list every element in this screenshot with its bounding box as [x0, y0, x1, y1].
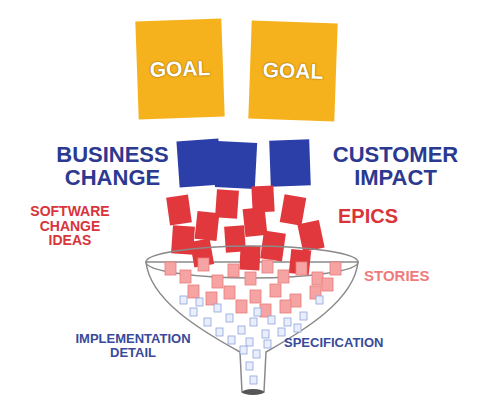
- story-card: [290, 294, 301, 307]
- spec-bit: [262, 330, 269, 338]
- spec-bit: [300, 312, 307, 320]
- spec-bit: [264, 340, 271, 348]
- story-card: [212, 275, 223, 288]
- change-card: [269, 139, 311, 186]
- epic-cards: [166, 185, 325, 275]
- epic-card: [251, 185, 274, 212]
- story-card: [236, 300, 247, 313]
- spec-bit: [284, 318, 291, 326]
- funnel-outline: [146, 262, 358, 392]
- spec-bit: [226, 314, 233, 322]
- funnel-spout: [242, 389, 264, 395]
- change-card: [176, 139, 221, 188]
- epic-card: [166, 195, 192, 226]
- story-card: [296, 262, 307, 275]
- spec-bit: [278, 328, 285, 336]
- spec-bit: [238, 326, 245, 334]
- story-card: [270, 284, 281, 297]
- business-change-cards: [176, 139, 310, 189]
- spec-bit: [228, 336, 235, 344]
- stage-label: IMPLEMENTATION DETAIL: [64, 332, 202, 359]
- story-cards: [165, 258, 341, 317]
- story-card: [245, 272, 256, 285]
- stage-label: EPICS: [338, 206, 398, 227]
- story-card: [165, 262, 176, 275]
- spec-bit: [316, 296, 323, 304]
- stage-label: SOFTWARE CHANGE IDEAS: [24, 204, 116, 248]
- stage-label: SPECIFICATION: [284, 336, 383, 350]
- goal-card: GOAL: [248, 21, 337, 122]
- epic-card: [239, 245, 260, 270]
- goal-text: GOAL: [149, 56, 210, 82]
- stage-label: STORIES: [364, 268, 430, 284]
- spec-bit: [294, 324, 301, 332]
- stage-label: BUSINESS CHANGE: [50, 143, 175, 189]
- goal-card: GOAL: [135, 19, 224, 120]
- story-card: [312, 272, 323, 285]
- story-card: [206, 292, 217, 305]
- story-card: [330, 262, 341, 275]
- spec-bit: [204, 318, 211, 326]
- story-card: [180, 270, 191, 283]
- spec-bit: [240, 346, 247, 354]
- spec-bit: [246, 362, 253, 370]
- epic-card: [215, 189, 239, 218]
- spec-bit: [253, 350, 260, 358]
- funnel-body: [146, 262, 358, 395]
- story-card: [188, 285, 199, 298]
- spec-bit: [214, 304, 221, 312]
- story-card: [280, 300, 291, 313]
- epic-card: [289, 249, 311, 275]
- story-card: [322, 278, 333, 291]
- spec-bit: [250, 318, 257, 326]
- stage-label: CUSTOMER IMPACT: [318, 143, 473, 189]
- spec-bit: [190, 308, 197, 316]
- story-card: [278, 270, 289, 283]
- goal-text: GOAL: [262, 58, 323, 84]
- spec-bit: [254, 308, 261, 316]
- story-card: [250, 290, 261, 303]
- spec-bit: [216, 328, 223, 336]
- spec-bit: [180, 296, 187, 304]
- spec-bit: [250, 376, 257, 384]
- story-card: [198, 258, 209, 271]
- story-card: [228, 264, 239, 277]
- spec-bit: [268, 316, 275, 324]
- epic-card: [280, 194, 307, 225]
- story-card: [224, 286, 235, 299]
- spec-bit: [196, 298, 203, 306]
- change-card: [215, 141, 257, 189]
- spec-bit: [246, 338, 253, 346]
- story-card: [262, 260, 273, 273]
- story-card: [260, 304, 271, 317]
